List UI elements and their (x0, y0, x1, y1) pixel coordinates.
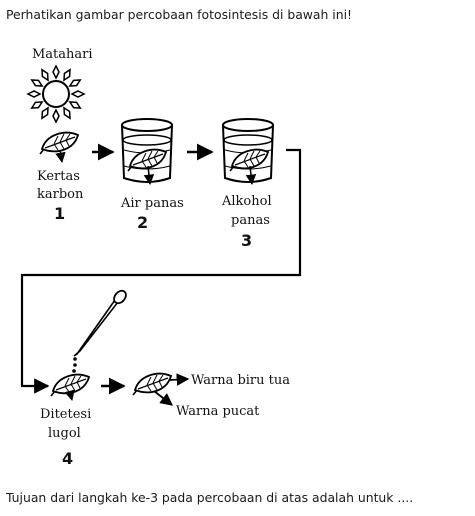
step1-number: 1 (54, 204, 65, 223)
step4-label-line1: Ditetesi (40, 407, 91, 422)
step3-label-line2: panas (231, 213, 270, 228)
step2-number: 2 (137, 213, 148, 232)
question-intro: Perhatikan gambar percobaan fotosintesis… (6, 7, 353, 22)
dropper-icon (72, 289, 127, 373)
step3-number: 3 (241, 231, 252, 250)
step1-label-line2: karbon (37, 187, 84, 202)
result-dark-blue: Warna biru tua (191, 373, 290, 388)
leaf-icon (39, 131, 79, 155)
leaf-icon (132, 372, 172, 396)
result-pale: Warna pucat (176, 404, 260, 419)
sun-icon (26, 64, 86, 124)
step3-label-line1: Alkohol (221, 194, 272, 209)
step4-number: 4 (62, 449, 73, 468)
step2-label-line1: Air panas (120, 196, 184, 211)
connector-arrow (20, 148, 302, 394)
question-prompt: Tujuan dari langkah ke-3 pada percobaan … (6, 490, 414, 505)
step4-label-line2: lugol (48, 426, 81, 441)
sun-label: Matahari (32, 47, 93, 62)
step1-label-line1: Kertas (37, 169, 80, 184)
